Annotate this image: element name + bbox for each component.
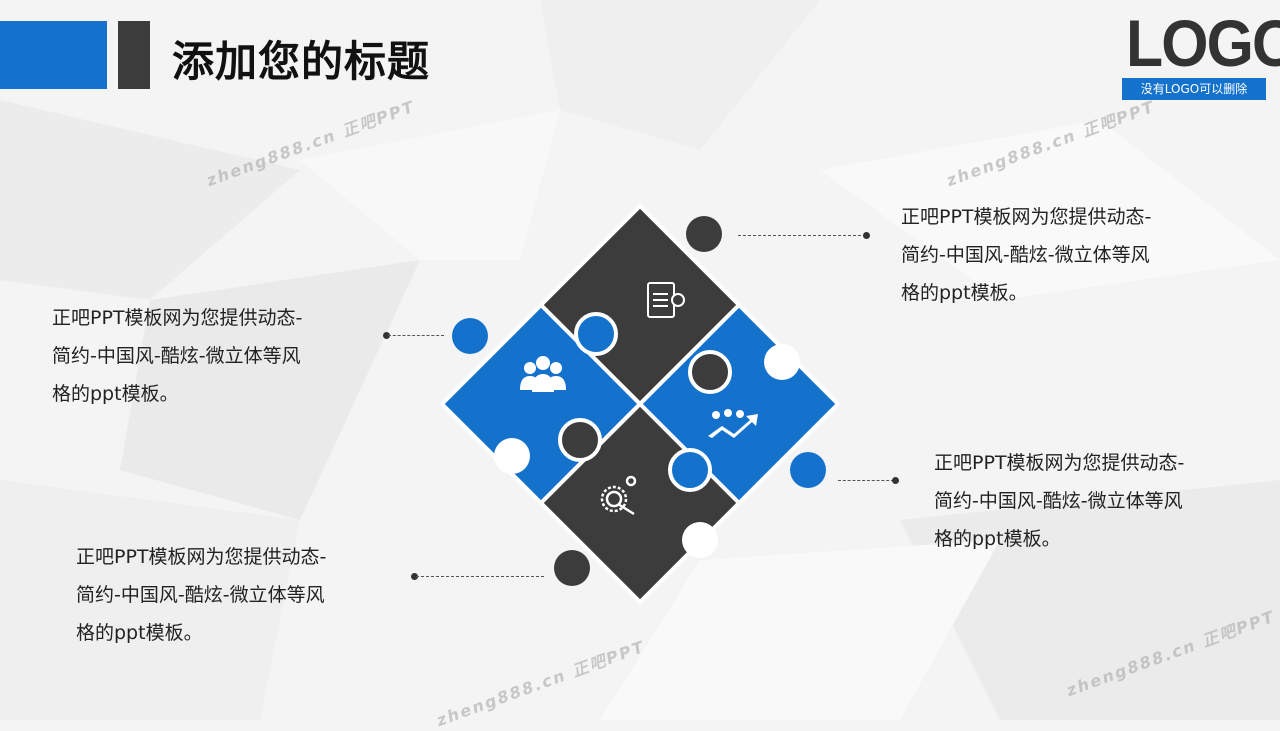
text-line: 简约-中国风-酷炫-微立体等风 <box>76 584 325 606</box>
connector-line <box>388 335 444 336</box>
connector-dot <box>863 232 870 239</box>
connector-dot <box>383 332 390 339</box>
text-line: 格的ppt模板。 <box>901 282 1028 304</box>
connector-line <box>416 576 544 577</box>
text-line: 正吧PPT模板网为您提供动态- <box>76 546 327 568</box>
text-line: 格的ppt模板。 <box>52 383 179 405</box>
text-line: 简约-中国风-酷炫-微立体等风 <box>901 244 1150 266</box>
text-block-left: 正吧PPT模板网为您提供动态- 简约-中国风-酷炫-微立体等风 格的ppt模板。 <box>52 299 372 413</box>
text-line: 正吧PPT模板网为您提供动态- <box>901 206 1152 228</box>
page-title: 添加您的标题 <box>172 37 431 86</box>
text-block-bottom-left: 正吧PPT模板网为您提供动态- 简约-中国风-酷炫-微立体等风 格的ppt模板。 <box>76 538 396 652</box>
logo: LOGO <box>1126 6 1280 80</box>
logo-subtitle: 没有LOGO可以删除 <box>1122 78 1266 100</box>
text-block-top-right: 正吧PPT模板网为您提供动态- 简约-中国风-酷炫-微立体等风 格的ppt模板。 <box>901 198 1221 312</box>
text-line: 格的ppt模板。 <box>934 528 1061 550</box>
certificate-icon <box>647 282 685 318</box>
text-line: 正吧PPT模板网为您提供动态- <box>52 307 303 329</box>
title-accent-dark <box>118 21 150 89</box>
team-icon <box>520 356 566 392</box>
text-line: 格的ppt模板。 <box>76 622 203 644</box>
text-line: 正吧PPT模板网为您提供动态- <box>934 452 1185 474</box>
title-accent-blue <box>0 21 107 89</box>
connector-line <box>838 480 894 481</box>
text-block-right: 正吧PPT模板网为您提供动态- 简约-中国风-酷炫-微立体等风 格的ppt模板。 <box>934 444 1254 558</box>
text-line: 简约-中国风-酷炫-微立体等风 <box>52 345 301 367</box>
connector-line <box>738 235 866 236</box>
connector-dot <box>892 477 899 484</box>
gear-wrench-icon <box>600 475 637 516</box>
growth-team-icon <box>708 409 758 438</box>
connector-dot <box>411 573 418 580</box>
text-line: 简约-中国风-酷炫-微立体等风 <box>934 490 1183 512</box>
